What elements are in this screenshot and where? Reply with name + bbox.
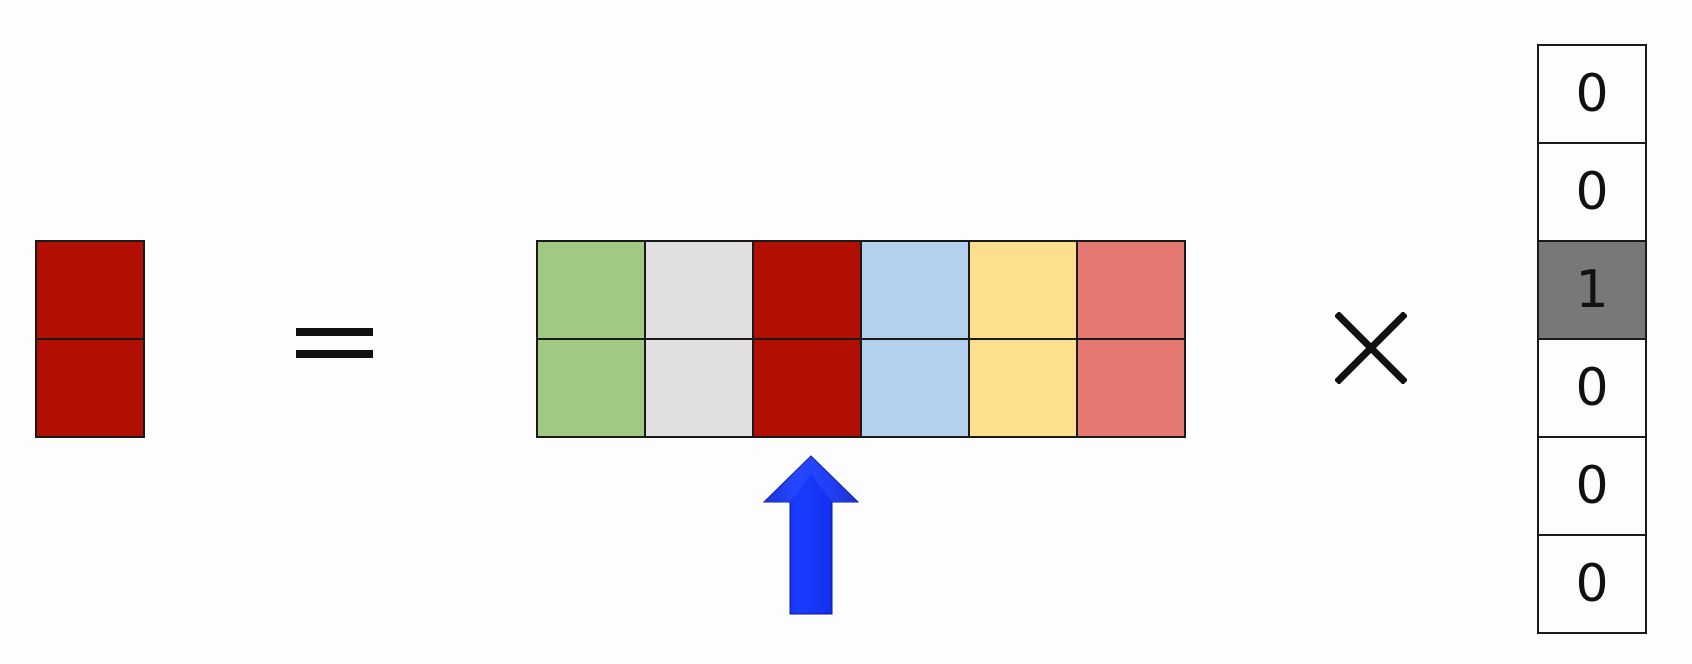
embedding-matrix — [536, 240, 1188, 438]
matrix-cell-r0-c3 — [860, 240, 970, 340]
matrix-cell-r1-c1 — [644, 338, 754, 438]
multiply-sign-icon — [1335, 312, 1407, 384]
vector-cell: 0 — [1537, 436, 1647, 536]
matrix-cell-r1-c3 — [860, 338, 970, 438]
result-cell-bottom — [35, 338, 145, 438]
matrix-cell-r0-c0 — [536, 240, 646, 340]
result-vector — [35, 240, 145, 438]
matrix-cell-r1-c5 — [1076, 338, 1186, 438]
matrix-cell-r0-c2 — [752, 240, 862, 340]
matrix-cell-r0-c5 — [1076, 240, 1186, 340]
result-cell-top — [35, 240, 145, 340]
matrix-cell-r1-c2 — [752, 338, 862, 438]
vector-cell: 0 — [1537, 142, 1647, 242]
one-hot-vector: 0 0 1 0 0 0 — [1537, 44, 1647, 634]
vector-cell: 0 — [1537, 44, 1647, 144]
matrix-cell-r0-c1 — [644, 240, 754, 340]
equals-sign — [296, 318, 373, 366]
matrix-cell-r1-c0 — [536, 338, 646, 438]
selection-arrow-icon — [762, 455, 860, 615]
vector-cell-highlighted: 1 — [1537, 240, 1647, 340]
matrix-cell-r1-c4 — [968, 338, 1078, 438]
vector-cell: 0 — [1537, 338, 1647, 438]
matrix-cell-r0-c4 — [968, 240, 1078, 340]
vector-cell: 0 — [1537, 534, 1647, 634]
